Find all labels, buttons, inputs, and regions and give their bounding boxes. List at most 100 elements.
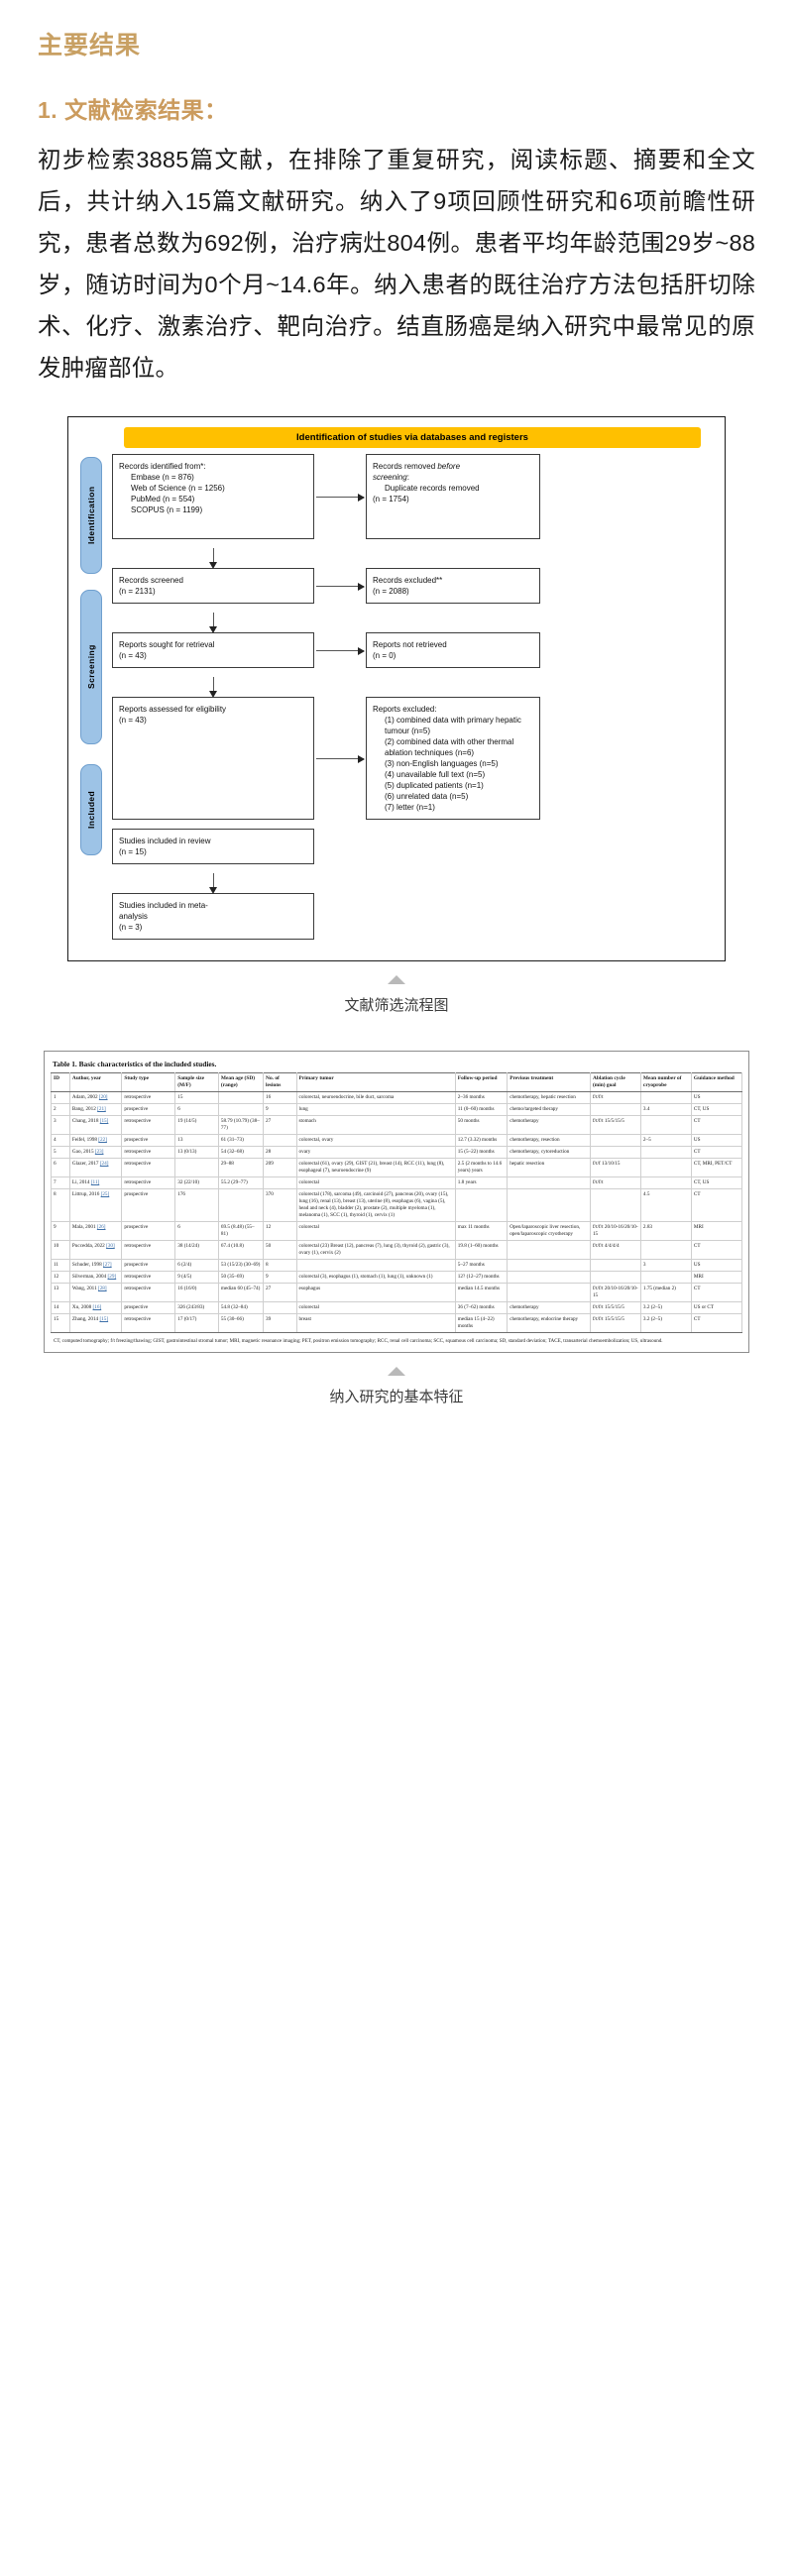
cell-mean-age: 69.5 (8.48) (55–81) [217,1221,265,1241]
reference-link[interactable]: [27] [102,1262,112,1268]
cell-cryoprobe [639,1158,692,1177]
cell-lesions: 12 [263,1221,297,1241]
vertical-connector-row-4 [112,873,713,893]
arrow-right-icon [316,646,365,655]
connector-sought [314,632,366,668]
cell-lesions [263,1134,297,1147]
cell-study-type: retrospective [121,1115,176,1135]
records-removed-line2: screening [373,473,407,482]
studies-included-meta-l1: Studies included in meta- [119,901,208,910]
phase-rail: Identification Screening Included [78,427,104,949]
cell-ablation-cycle: f/t/f/t [589,1091,641,1104]
cell-author: Bang, 2012 [21] [68,1103,123,1116]
cell-previous-treatment [507,1188,591,1222]
cell-followup: 50 months [454,1115,509,1135]
cell-previous-treatment [507,1259,591,1272]
cell-id: 4 [51,1134,70,1147]
reports-sought-l1: Reports sought for retrieval [119,640,215,649]
cell-guidance: CT [690,1188,743,1222]
cell-sample-size: 6 (2/4) [174,1259,219,1272]
col-header-followup: Follow-up period [454,1072,509,1092]
reports-not-retrieved-l1: Reports not retrieved [373,640,447,649]
reference-link[interactable]: [26] [96,1224,106,1230]
cell-author: Xu, 2008 [16] [68,1301,123,1314]
reports-excluded-item-2: (2) combined data with other thermal abl… [385,737,514,757]
cell-lesions: 27 [263,1283,297,1302]
cell-author: Feifel, 1998 [22] [68,1134,123,1147]
arrow-right-icon [316,493,365,502]
arrow-down-icon [112,613,314,632]
cell-previous-treatment: hepatic resection [507,1158,591,1177]
phase-tab-identification: Identification [80,457,102,574]
cell-primary-tumor: ovary [295,1146,456,1159]
cell-mean-age [217,1091,265,1104]
cell-followup: 12? (12–27) months [454,1271,509,1284]
cell-sample-size: 6 [174,1221,219,1241]
connector-identification [314,454,366,539]
cell-study-type: prospective [121,1103,176,1116]
cell-id: 9 [51,1221,70,1241]
reference-link[interactable]: [15] [99,1316,109,1322]
reference-link[interactable]: [20] [98,1094,108,1100]
reference-link[interactable]: [30] [106,1243,115,1249]
cell-mean-age [217,1103,265,1116]
caret-up-icon [388,1367,405,1376]
cell-primary-tumor: stomach [295,1115,456,1135]
reference-link[interactable]: [28] [97,1286,107,1291]
box-records-excluded: Records excluded** (n = 2088) [366,568,540,604]
cell-id: 10 [51,1240,70,1260]
box-records-screened: Records screened (n = 2131) [112,568,314,604]
reference-link[interactable]: [24] [99,1161,109,1167]
cell-mean-age: median 60 (45–74) [217,1283,265,1302]
records-excluded-l1: Records excluded** [373,576,443,585]
cell-mean-age: 61 (31–73) [217,1134,265,1147]
cell-mean-age: 58.79 (10.79) (38–77) [217,1115,265,1135]
cell-primary-tumor: esophagus [295,1283,456,1302]
cell-study-type: retrospective [121,1283,176,1302]
cell-guidance: US [690,1091,743,1104]
records-removed-colon: : [406,473,409,482]
cell-ablation-cycle [589,1259,641,1272]
reference-link[interactable]: [29] [107,1274,117,1280]
records-identified-item-scopus: SCOPUS (n = 1199) [131,505,203,514]
cell-study-type: retrospective [121,1313,176,1333]
cell-sample-size: 9 (4/5) [174,1271,219,1284]
arrow-down-icon [112,548,314,568]
cell-sample-size: 38 (14/24) [174,1240,219,1260]
cell-followup: median 14.5 months [454,1283,509,1302]
cell-guidance: CT [690,1283,743,1302]
cell-guidance: CT, US [690,1176,743,1189]
table-title: Table 1. Basic characteristics of the in… [53,1060,217,1068]
cell-cryoprobe: 3.2 (2–5) [639,1313,692,1333]
cell-followup: 5–27 months [454,1259,509,1272]
cell-lesions: 9 [263,1103,297,1116]
cell-author: Littrup, 2016 [25] [68,1188,123,1222]
records-screened-l2: (n = 2131) [119,587,156,596]
reference-link[interactable]: [21] [97,1106,106,1112]
cell-cryoprobe: 4.5 [639,1188,692,1222]
cell-previous-treatment [507,1176,591,1189]
reference-link[interactable]: [16] [92,1304,102,1310]
cell-primary-tumor: colorectal, neuroendocrine, bile duct, s… [295,1091,456,1104]
caret-up-icon [388,975,405,984]
cell-ablation-cycle: f/t/f/t [589,1176,641,1189]
cell-lesions: 8 [263,1259,297,1272]
col-header-id: ID [51,1072,70,1092]
arrow-right-icon [316,582,365,591]
reference-link[interactable]: [15] [99,1118,109,1124]
reference-link[interactable]: [11] [90,1179,100,1185]
connector-screened [314,568,366,604]
reference-link[interactable]: [25] [100,1191,110,1197]
cell-author: Mala, 2001 [26] [68,1221,123,1241]
reference-link[interactable]: [23] [94,1149,104,1155]
records-identified-item-wos: Web of Science (n = 1256) [131,484,225,493]
cell-primary-tumor: colorectal [295,1176,456,1189]
reference-link[interactable]: [22] [98,1137,107,1143]
cell-guidance: MRI [690,1271,743,1284]
phase-tab-screening: Screening [80,590,102,744]
